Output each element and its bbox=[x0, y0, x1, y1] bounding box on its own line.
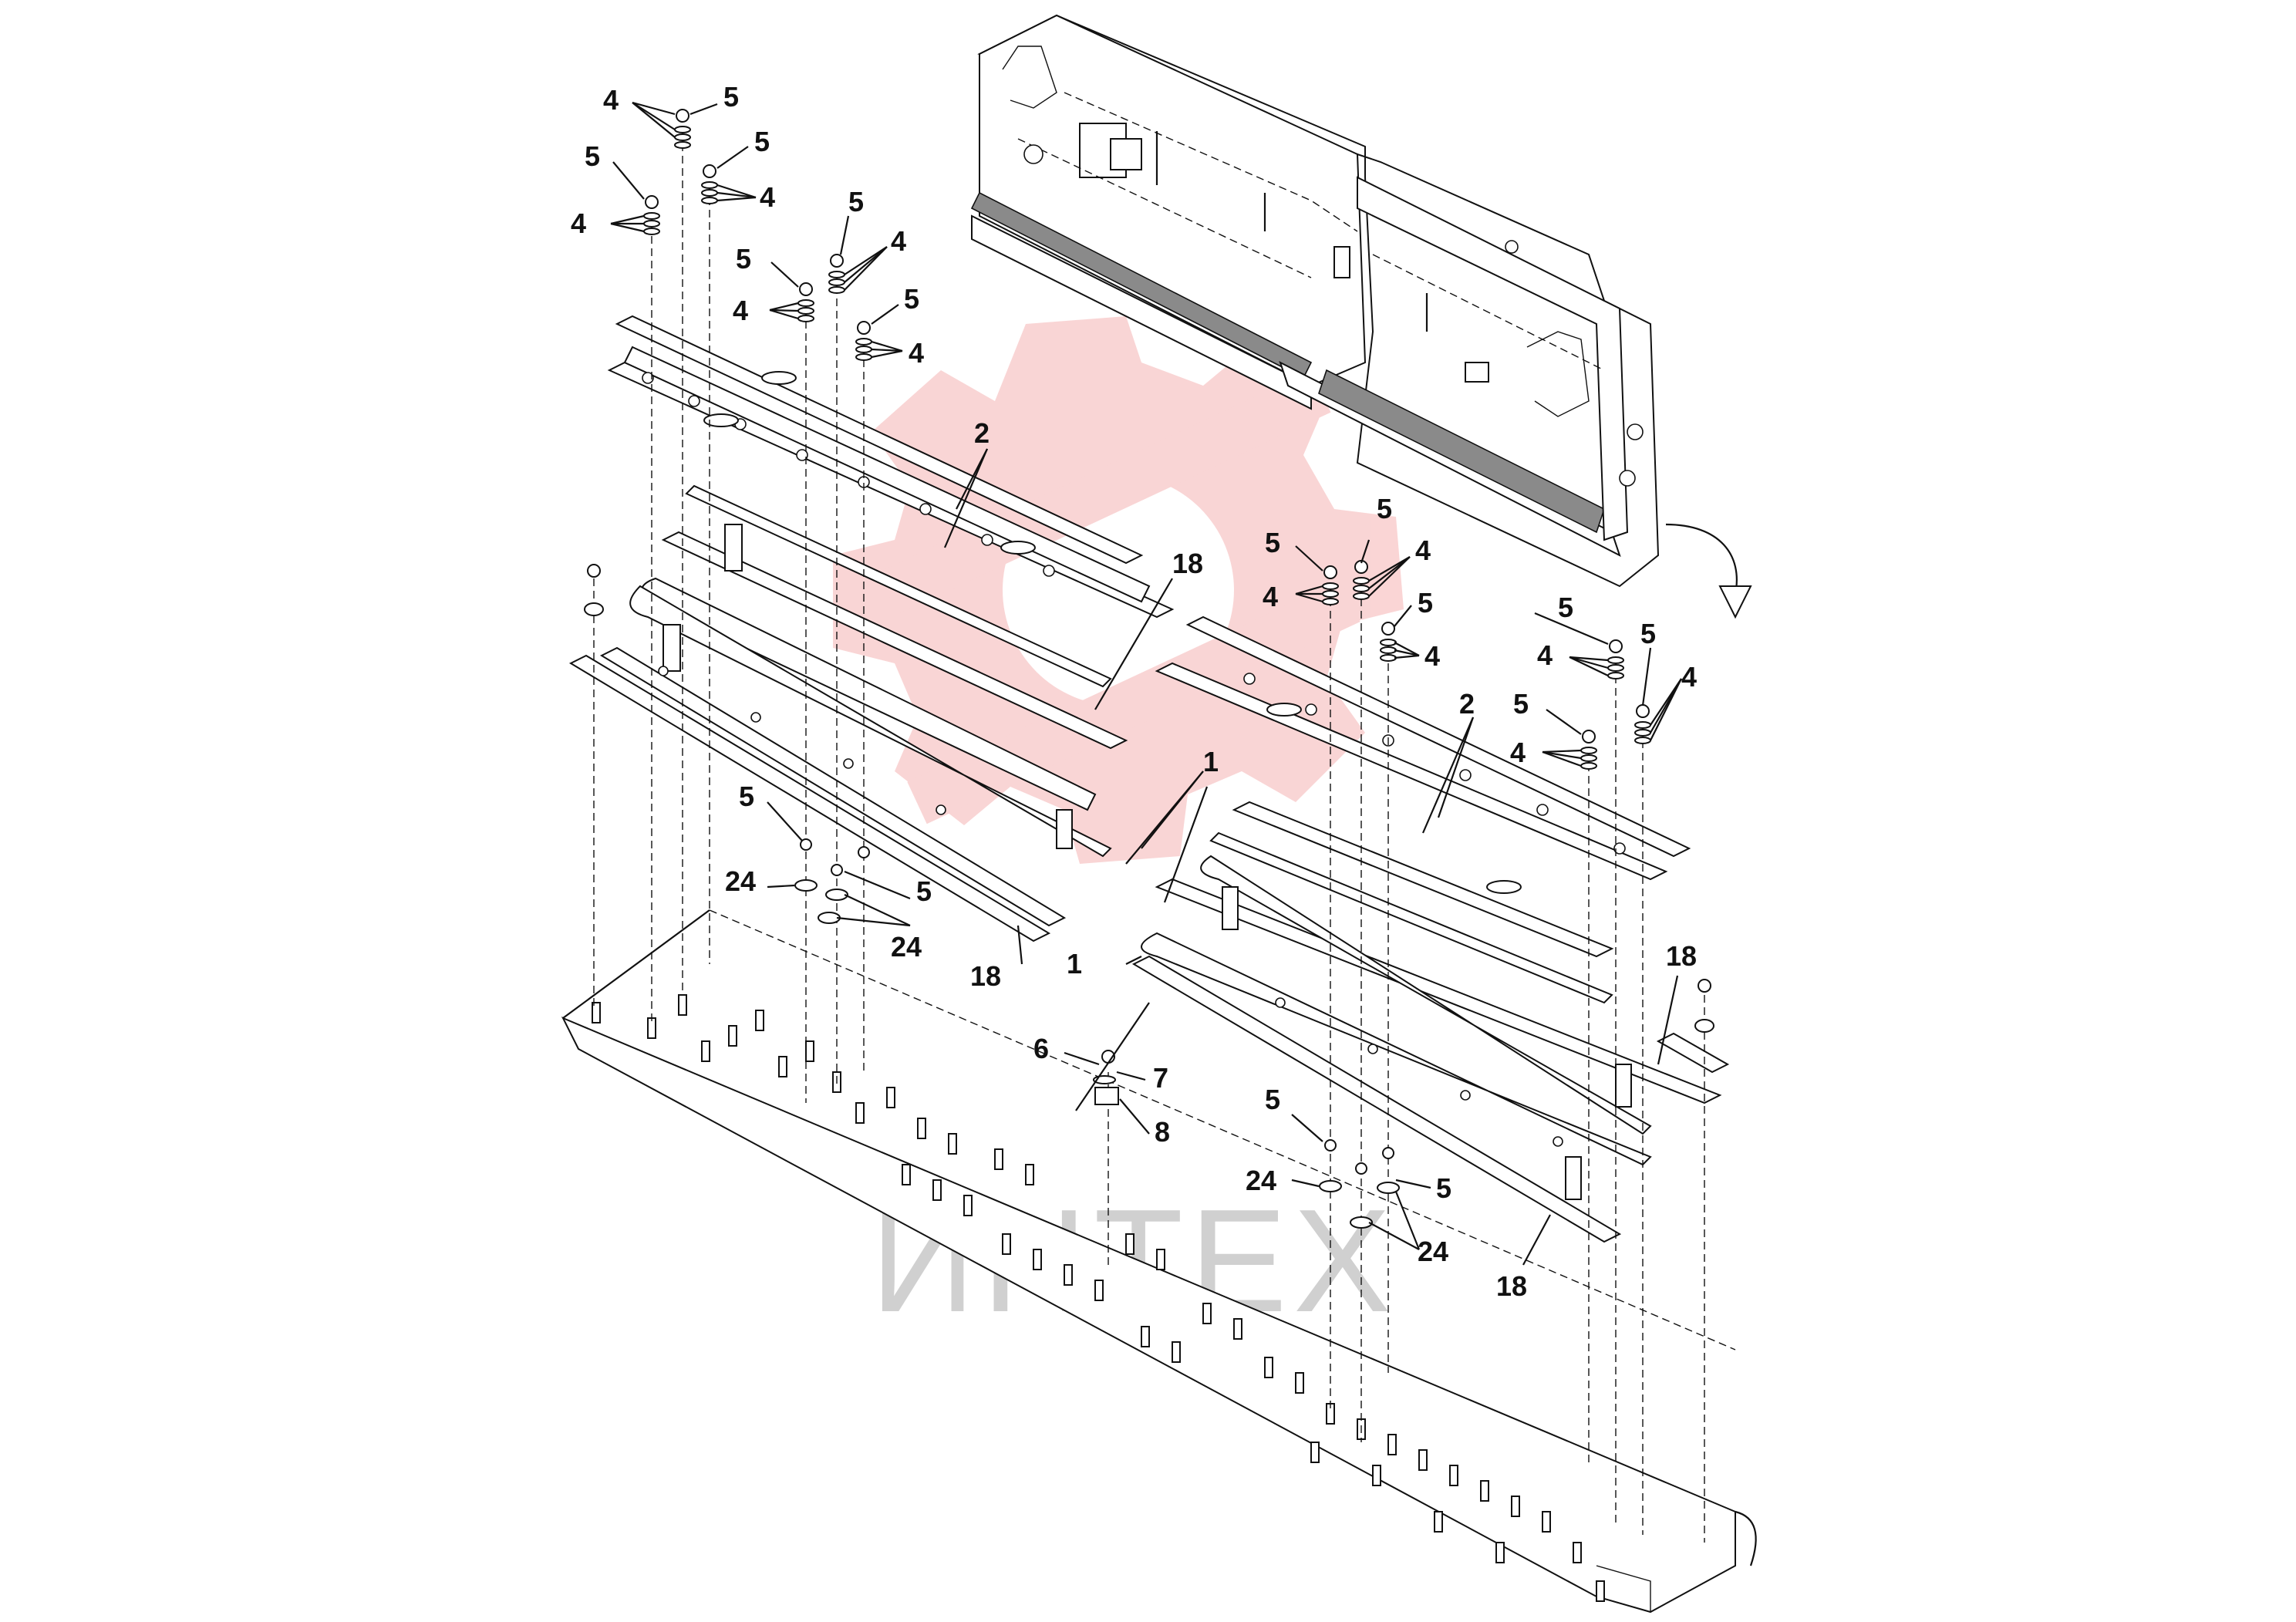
callout-label: 4 bbox=[1415, 534, 1431, 566]
callout-label: 24 bbox=[725, 865, 756, 897]
callout-label: 18 bbox=[1172, 548, 1203, 579]
callout-label: 5 bbox=[585, 140, 600, 172]
callout-label: 5 bbox=[1265, 527, 1280, 558]
callout-label: 5 bbox=[1377, 493, 1392, 524]
callout-label: 4 bbox=[1263, 581, 1278, 612]
callout-label: 5 bbox=[916, 875, 932, 907]
callout-label: 24 bbox=[891, 931, 922, 963]
callout-label: 4 bbox=[733, 295, 748, 326]
callout-label: 24 bbox=[1246, 1165, 1276, 1196]
callout-label: 5 bbox=[1558, 592, 1573, 623]
callout-label: 5 bbox=[754, 126, 770, 157]
left-rail-group bbox=[568, 315, 1175, 943]
callout-label: 5 bbox=[904, 283, 919, 315]
callout-label: 4 bbox=[891, 225, 906, 257]
callout-label: 24 bbox=[1418, 1236, 1448, 1267]
callout-label: 2 bbox=[974, 417, 990, 449]
leader-lines bbox=[610, 101, 1682, 1266]
callout-label: 5 bbox=[739, 781, 754, 812]
callout-label: 6 bbox=[1033, 1033, 1049, 1064]
callout-label: 4 bbox=[760, 181, 775, 213]
callout-label: 4 bbox=[571, 207, 586, 239]
callout-labels: 4 5 5 5 4 4 5 5 4 4 5 4 2 18 5 5 4 4 5 4… bbox=[571, 81, 1697, 1302]
callout-label: 18 bbox=[1666, 940, 1697, 972]
right-rail-group bbox=[1131, 615, 1730, 1243]
callout-label: 18 bbox=[970, 960, 1001, 992]
callout-label: 4 bbox=[603, 84, 619, 116]
callout-label: 18 bbox=[1496, 1270, 1527, 1302]
callout-label: 4 bbox=[909, 337, 924, 369]
callout-label: 5 bbox=[1640, 618, 1656, 649]
callout-label: 4 bbox=[1537, 639, 1553, 671]
fastener-centerlines bbox=[593, 131, 1705, 1543]
callout-label: 5 bbox=[848, 186, 864, 218]
callout-label: 5 bbox=[723, 81, 739, 113]
callout-label: 4 bbox=[1681, 661, 1697, 693]
callout-label: 5 bbox=[1513, 688, 1529, 720]
callout-label: 4 bbox=[1424, 640, 1440, 672]
callout-label: 1 bbox=[1203, 746, 1219, 777]
callout-label: 7 bbox=[1153, 1062, 1168, 1094]
callout-label: 8 bbox=[1155, 1116, 1170, 1148]
base-tray bbox=[561, 909, 1757, 1614]
callout-label: 1 bbox=[1067, 948, 1082, 980]
machine-frame bbox=[970, 14, 1752, 619]
tray-studs bbox=[592, 994, 1605, 1602]
callout-label: 5 bbox=[1418, 587, 1433, 619]
callout-label: 5 bbox=[1436, 1172, 1451, 1204]
callout-label: 5 bbox=[736, 243, 751, 275]
callout-label: 2 bbox=[1459, 688, 1475, 720]
callout-label: 5 bbox=[1265, 1084, 1280, 1115]
fastener-stacks bbox=[584, 109, 1714, 1229]
callout-label: 4 bbox=[1510, 737, 1526, 768]
